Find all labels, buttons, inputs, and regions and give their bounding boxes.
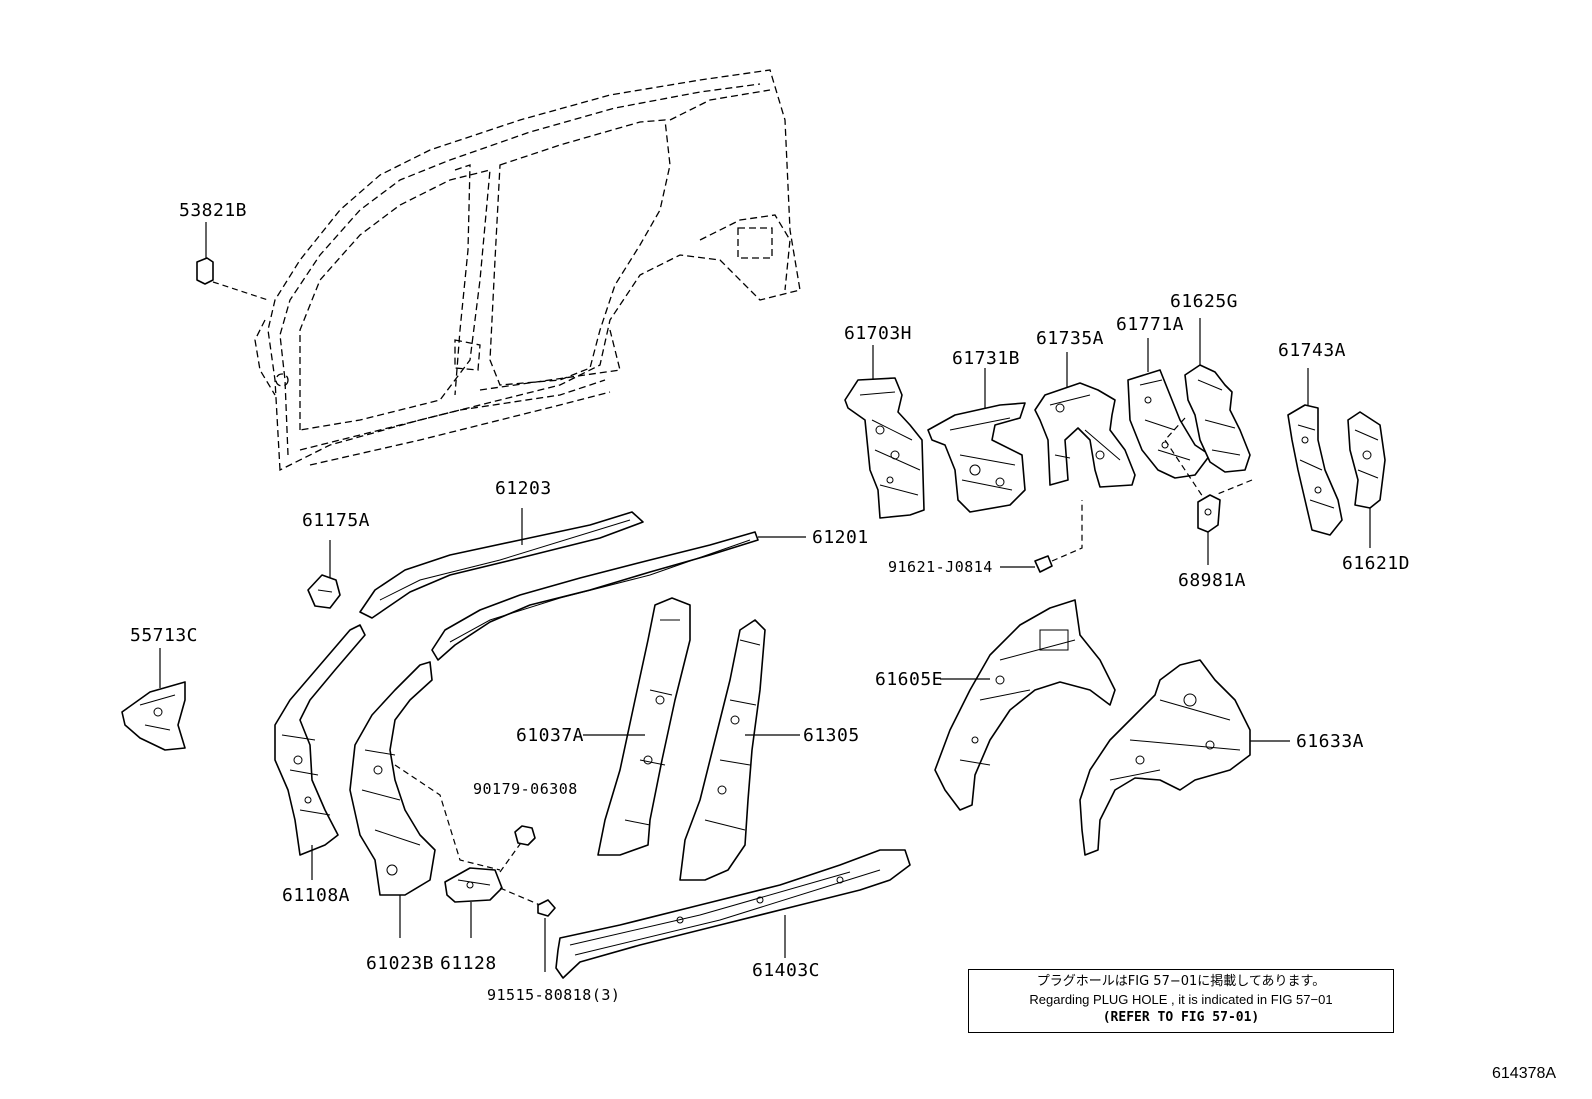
label-55713C: 55713C	[130, 625, 199, 646]
part-61403C	[555, 849, 911, 979]
plug-hole-note: プラグホールはFIG 57−01に掲載してあります。 Regarding PLU…	[968, 969, 1394, 1033]
label-61731B: 61731B	[952, 348, 1021, 369]
label-68981A: 68981A	[1178, 570, 1247, 591]
label-91515-80818: 91515-80818(3)	[487, 986, 621, 1004]
part-61743A	[1287, 368, 1343, 536]
label-61703H: 61703H	[844, 323, 913, 344]
figure-id: 614378A	[1492, 1065, 1557, 1082]
part-90179-06308	[514, 825, 536, 846]
label-61735A: 61735A	[1036, 328, 1105, 349]
label-61625G: 61625G	[1170, 291, 1239, 312]
label-61203: 61203	[495, 478, 552, 499]
label-61403C: 61403C	[752, 960, 821, 981]
body-side-outline	[254, 69, 801, 472]
label-61621D: 61621D	[1342, 553, 1411, 574]
part-61023B	[349, 661, 501, 938]
label-91621-J0814: 91621-J0814	[888, 558, 993, 576]
part-68981A	[1197, 494, 1221, 565]
note-refer: (REFER TO FIG 57-01)	[1102, 1010, 1260, 1025]
label-61305: 61305	[803, 725, 860, 746]
part-61703H	[844, 345, 925, 519]
part-55713C	[121, 648, 186, 751]
part-61731B	[927, 368, 1026, 513]
part-61305	[679, 619, 800, 881]
part-61037A	[583, 597, 691, 856]
part-61605E	[934, 599, 1116, 811]
label-61023B: 61023B	[366, 953, 435, 974]
label-61743A: 61743A	[1278, 340, 1347, 361]
part-91515-80818	[537, 899, 556, 972]
part-61735A	[1034, 352, 1136, 488]
label-61771A: 61771A	[1116, 314, 1185, 335]
part-61175A	[307, 540, 341, 609]
part-61128	[444, 839, 541, 938]
part-61201	[431, 531, 806, 661]
label-61128: 61128	[440, 953, 497, 974]
part-61771A	[1127, 338, 1211, 479]
part-61203	[359, 508, 644, 619]
label-61108A: 61108A	[282, 885, 351, 906]
part-91621-J0814	[1000, 500, 1083, 573]
part-61108A	[274, 624, 366, 880]
part-53821B	[196, 222, 269, 301]
label-61633A: 61633A	[1296, 731, 1365, 752]
label-53821B: 53821B	[179, 200, 248, 221]
note-japanese: プラグホールはFIG 57−01に掲載してあります。	[1036, 974, 1326, 989]
part-61625G	[1164, 318, 1253, 501]
label-61201: 61201	[812, 527, 869, 548]
part-61621D	[1347, 411, 1386, 548]
note-english: Regarding PLUG HOLE , it is indicated in…	[1029, 992, 1333, 1007]
label-61037A: 61037A	[516, 725, 585, 746]
label-61605E: 61605E	[875, 669, 944, 690]
label-61175A: 61175A	[302, 510, 371, 531]
label-90179-06308: 90179-06308	[473, 780, 578, 798]
part-61633A	[1079, 659, 1290, 856]
